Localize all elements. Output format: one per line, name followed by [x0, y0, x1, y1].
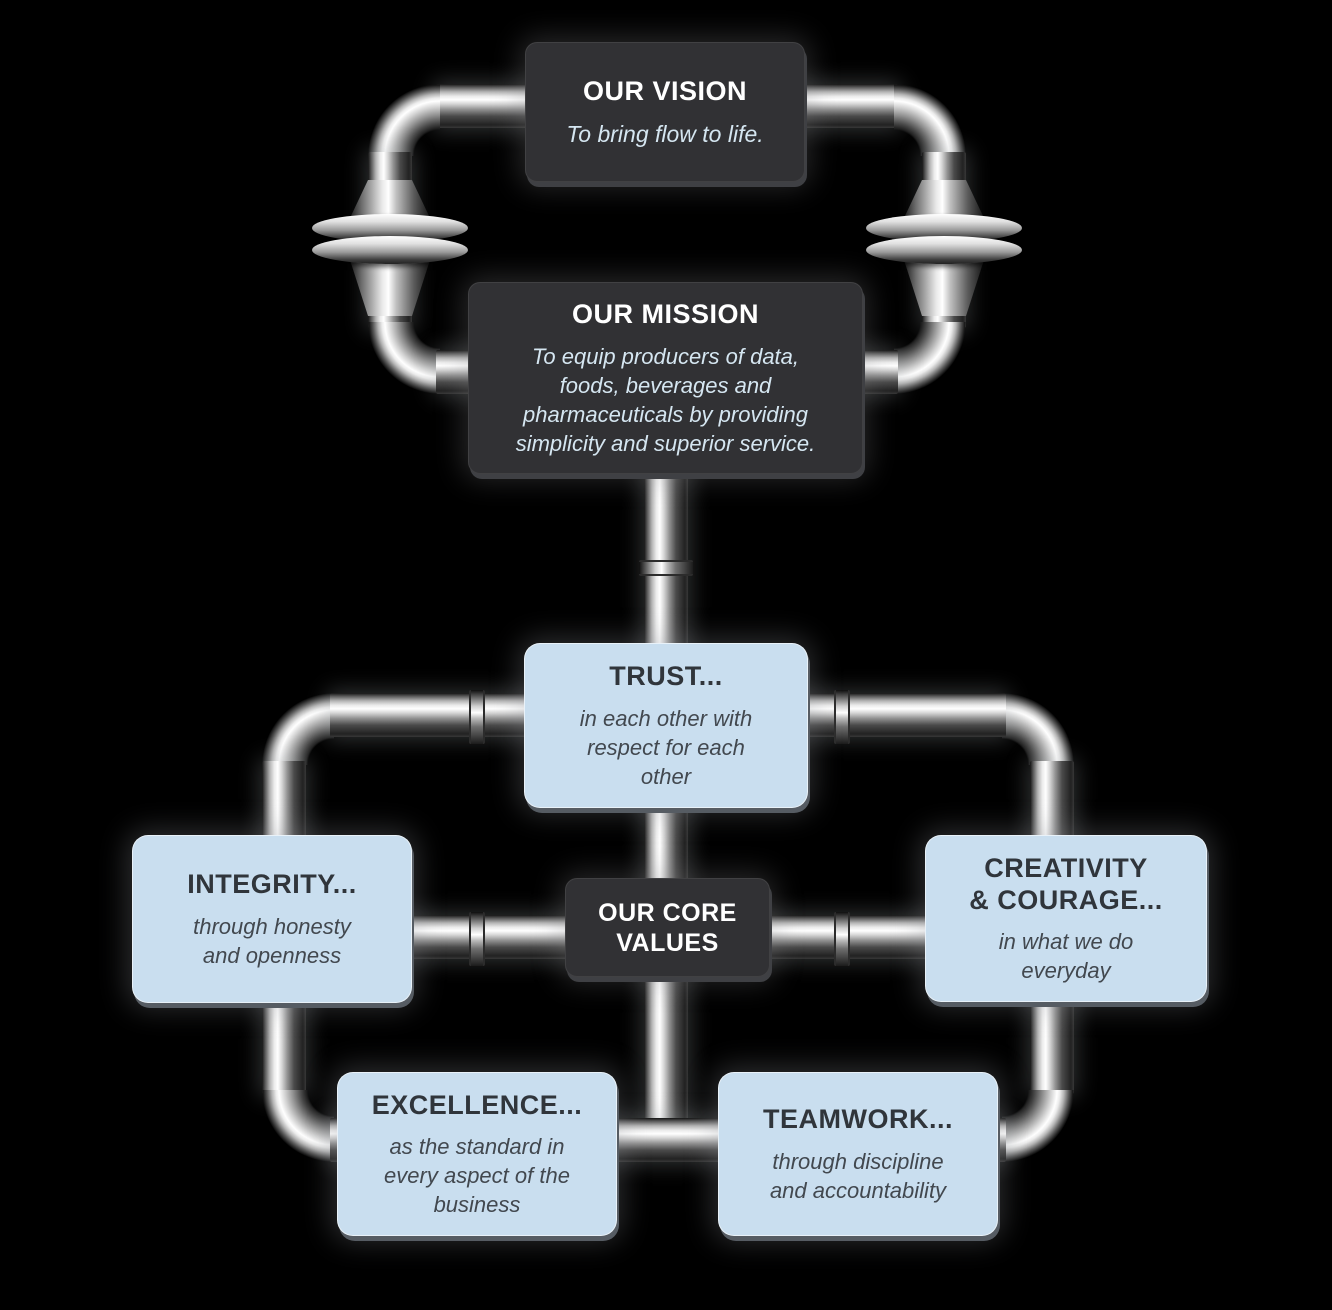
- pipe-elbow-top-left: [368, 84, 440, 156]
- pipe-elbow-bottom-left: [368, 322, 440, 394]
- creativity-courage-title: CREATIVITY & COURAGE...: [969, 852, 1163, 915]
- pipe-coupling-icon: [469, 690, 485, 744]
- pipe-coupling-icon: [834, 690, 850, 744]
- trust-body: in each other with respect for each othe…: [579, 705, 753, 789]
- pipe-elbow-top-right: [894, 84, 966, 156]
- creativity-courage-body: in what we do everyday: [998, 929, 1134, 984]
- integrity-title: INTEGRITY...: [187, 869, 357, 900]
- teamwork-node: TEAMWORK... through discipline and accou…: [718, 1072, 998, 1236]
- core-values-title: OUR CORE VALUES: [598, 898, 737, 957]
- pipe-elbow-loop2-top-right: [1002, 693, 1074, 765]
- flange-cone-icon: [904, 180, 984, 218]
- mission-body: To equip producers of data, foods, bever…: [515, 343, 816, 456]
- flange-cone-icon: [904, 260, 984, 316]
- vision-body: To bring flow to life.: [566, 120, 764, 147]
- creativity-courage-node: CREATIVITY & COURAGE... in what we do ev…: [925, 835, 1207, 1002]
- flange-disk-icon: [312, 236, 468, 264]
- flange-disk-icon: [866, 236, 1022, 264]
- pipe-coupling-icon: [834, 912, 850, 966]
- mission-title: OUR MISSION: [571, 299, 759, 330]
- flange-cone-icon: [350, 260, 430, 316]
- pipe-elbow-loop2-top-left: [262, 693, 334, 765]
- flange-cone-icon: [350, 180, 430, 218]
- core-values-node: OUR CORE VALUES: [565, 878, 770, 977]
- pipe-elbow-bottom-right: [894, 322, 966, 394]
- pipe-coupling-icon: [639, 560, 693, 576]
- pipe-coupling-icon: [469, 912, 485, 966]
- vision-node: OUR VISION To bring flow to life.: [525, 42, 805, 182]
- vision-title: OUR VISION: [582, 76, 748, 107]
- excellence-title: EXCELLENCE...: [371, 1089, 583, 1120]
- trust-node: TRUST... in each other with respect for …: [524, 643, 808, 808]
- teamwork-title: TEAMWORK...: [763, 1104, 953, 1135]
- pipe-elbow-loop2-bottom-right: [1002, 1090, 1074, 1162]
- integrity-node: INTEGRITY... through honesty and opennes…: [132, 835, 412, 1003]
- integrity-body: through honesty and openness: [193, 913, 351, 968]
- teamwork-body: through discipline and accountability: [769, 1148, 947, 1203]
- mission-node: OUR MISSION To equip producers of data, …: [468, 282, 863, 474]
- excellence-body: as the standard in every aspect of the b…: [384, 1134, 570, 1218]
- trust-title: TRUST...: [609, 661, 723, 692]
- pipe-elbow-loop2-bottom-left: [262, 1090, 334, 1162]
- excellence-node: EXCELLENCE... as the standard in every a…: [337, 1072, 617, 1236]
